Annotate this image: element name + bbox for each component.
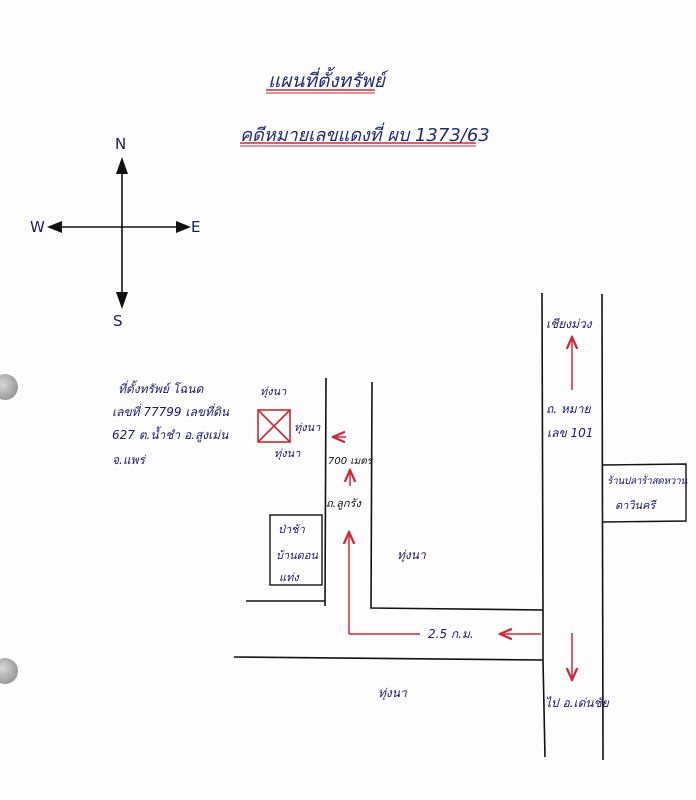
highway-label-line-1: ถ. หมาย xyxy=(546,402,591,416)
shop-label-line-2: ดาวินครี xyxy=(615,499,656,512)
punch-hole-bottom xyxy=(0,658,18,684)
property-description-line-1: ที่ตั้งทรัพย์ โฉนด xyxy=(118,382,204,396)
compass-rose xyxy=(47,157,191,309)
compass-east-label: E xyxy=(191,218,201,236)
forest-label-line-1: ป่าช้า xyxy=(278,523,305,536)
distance-700m-label: 700 เมตร xyxy=(328,456,373,467)
field-bottom-label: ทุ่งนา xyxy=(378,686,407,700)
property-description-line-2: เลขที่ 77799 เลขที่ดิน xyxy=(112,405,229,419)
property-description-line-3: 627 ต.น้ำชำ อ.สูงเม่น xyxy=(112,428,229,442)
map-title: แผนที่ตั้งทรัพย์ xyxy=(268,70,385,92)
parcel-south-label: ทุ่งนา xyxy=(274,447,301,460)
route-arrows xyxy=(333,337,572,680)
forest-label-line-3: แท่ง xyxy=(279,571,299,584)
compass-west-label: W xyxy=(30,218,45,236)
compass-north-label: N xyxy=(115,135,127,153)
parcel-east-label: ทุ่งนา xyxy=(294,421,321,434)
punch-hole-top xyxy=(0,374,18,400)
property-description-line-4: จ.แพร่ xyxy=(112,453,145,467)
shop-label-line-1: ร้านปลาร้าสดหวาน xyxy=(607,476,687,487)
local-road-label: ถ.ลูกรัง xyxy=(326,497,361,510)
parcel-north-label: ทุ่งนา xyxy=(260,385,287,398)
forest-label-line-2: บ้านดอน xyxy=(276,549,318,562)
highway-road xyxy=(541,292,604,761)
to-den-chai-label: ไป อ.เด่นชัย xyxy=(545,696,609,710)
shop-box xyxy=(602,463,687,523)
distance-25km-label: 2.5 ก.ม. xyxy=(428,627,474,641)
compass-south-label: S xyxy=(113,312,123,330)
highway-label-line-2: เลข 101 xyxy=(547,426,594,440)
local-road xyxy=(233,377,544,661)
case-number-title: คดีหมายเลขแดงที่ ผบ 1373/63 xyxy=(240,125,490,146)
forest-box xyxy=(269,514,323,586)
title-underlines xyxy=(240,89,476,147)
field-middle-label: ทุ่งนา xyxy=(397,548,426,562)
property-parcel-marker xyxy=(257,409,291,443)
to-chiang-muang-label: เชียงม่วง xyxy=(546,317,592,331)
